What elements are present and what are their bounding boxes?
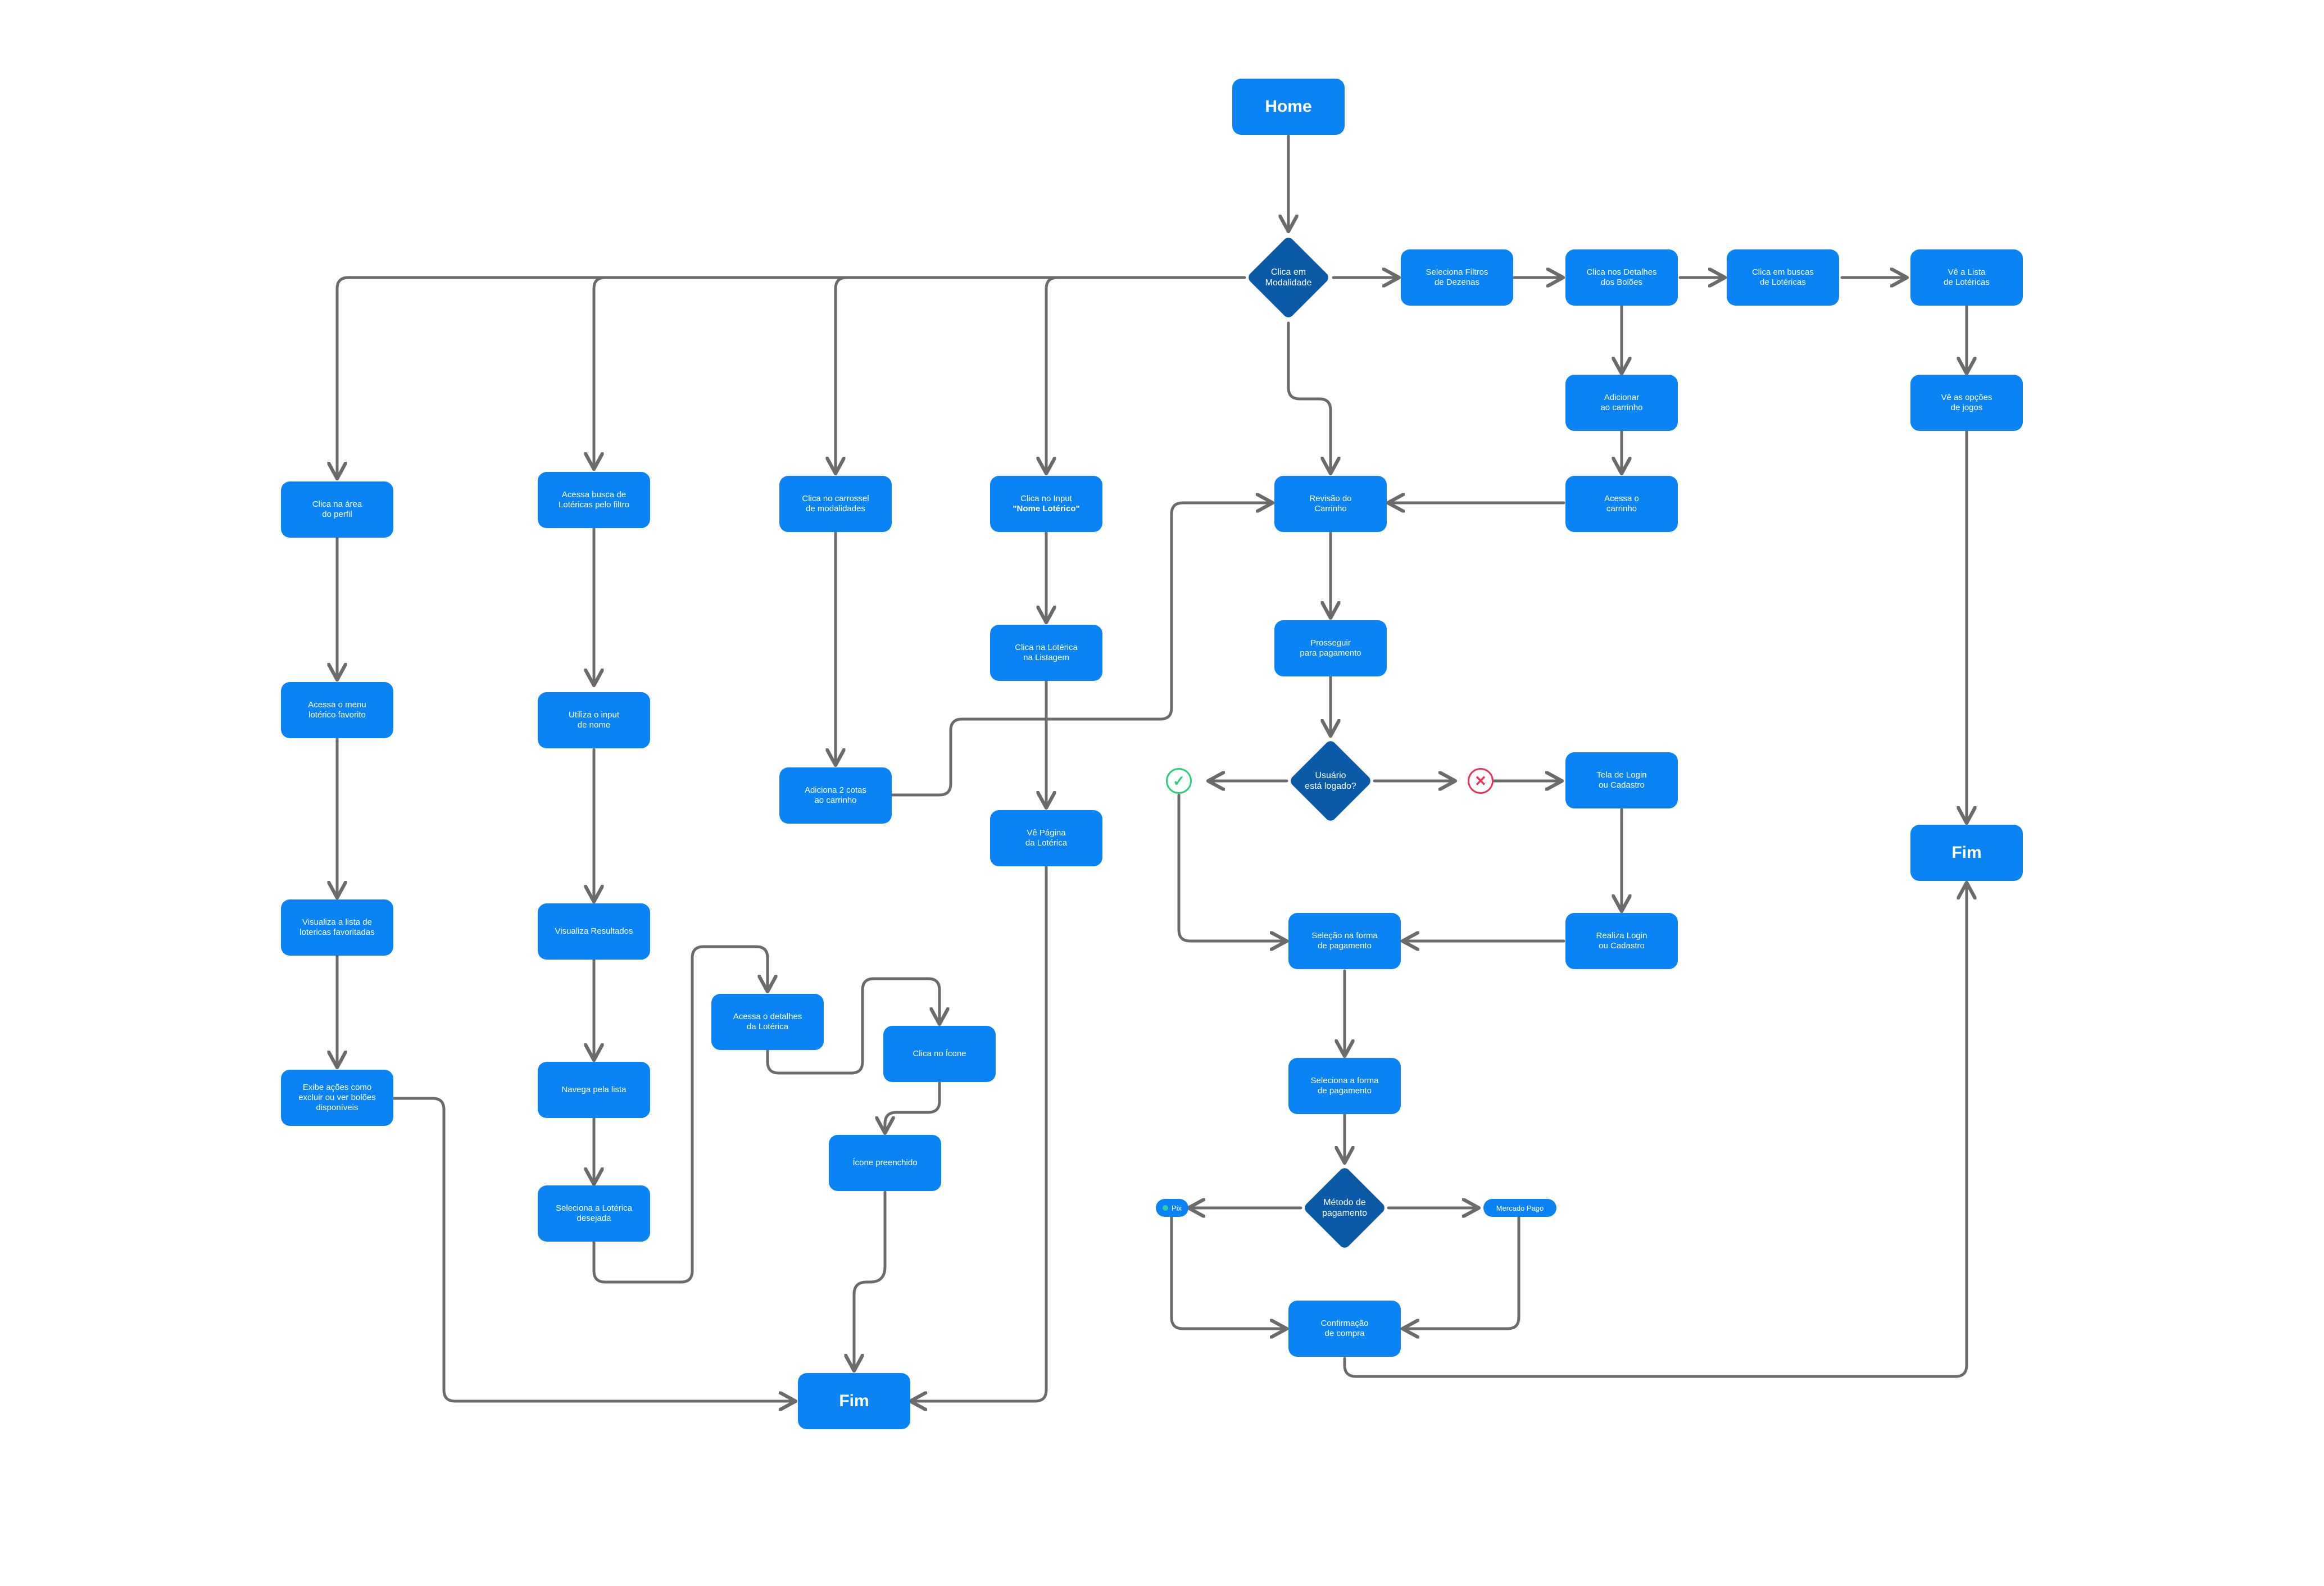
option-pix-label: Pix bbox=[1171, 1203, 1182, 1212]
decision-usuario-logado-label: Usuário está logado? bbox=[1305, 771, 1356, 791]
node-seleciona-filtros[interactable]: Seleciona Filtros de Dezenas bbox=[1401, 249, 1513, 306]
node-navega-lista[interactable]: Navega pela lista bbox=[538, 1062, 650, 1118]
node-visualiza-favoritas[interactable]: Visualiza a lista de lotericas favoritad… bbox=[281, 899, 393, 956]
decision-metodo-pagamento-label: Método de pagamento bbox=[1322, 1198, 1368, 1218]
option-mercado-pago[interactable]: Mercado Pago bbox=[1483, 1199, 1556, 1217]
node-revisao-carrinho[interactable]: Revisão do Carrinho bbox=[1274, 476, 1387, 532]
node-visualiza-resultados[interactable]: Visualiza Resultados bbox=[538, 903, 650, 960]
node-utiliza-input-nome[interactable]: Utiliza o input de nome bbox=[538, 692, 650, 748]
pix-icon bbox=[1162, 1205, 1168, 1211]
node-adiciona-cotas[interactable]: Adiciona 2 cotas ao carrinho bbox=[779, 767, 892, 824]
decision-modalidade-label: Clica em Modalidade bbox=[1265, 267, 1312, 288]
node-adicionar-carrinho[interactable]: Adicionar ao carrinho bbox=[1565, 375, 1678, 431]
node-clica-input-line1: Clica no Input bbox=[1020, 494, 1072, 503]
node-fim-bottom[interactable]: Fim bbox=[798, 1373, 910, 1429]
node-seleciona-forma[interactable]: Seleciona a forma de pagamento bbox=[1288, 1058, 1401, 1114]
node-clica-area-perfil[interactable]: Clica na área do perfil bbox=[281, 481, 393, 538]
node-acessa-busca-lotericas[interactable]: Acessa busca de Lotéricas pelo filtro bbox=[538, 472, 650, 528]
x-icon: ✕ bbox=[1468, 768, 1494, 794]
node-tela-login[interactable]: Tela de Login ou Cadastro bbox=[1565, 752, 1678, 808]
node-confirmacao-compra[interactable]: Confirmação de compra bbox=[1288, 1301, 1401, 1357]
check-icon: ✓ bbox=[1166, 768, 1192, 794]
node-acessa-carrinho[interactable]: Acessa o carrinho bbox=[1565, 476, 1678, 532]
node-ve-opcoes-jogos[interactable]: Vê as opções de jogos bbox=[1910, 375, 2023, 431]
node-clica-input-line2: "Nome Lotérico" bbox=[1013, 504, 1080, 513]
node-fim-right[interactable]: Fim bbox=[1910, 825, 2023, 881]
connector-lines bbox=[337, 134, 1967, 1401]
node-home[interactable]: Home bbox=[1232, 79, 1345, 135]
node-clica-carrossel[interactable]: Clica no carrossel de modalidades bbox=[779, 476, 892, 532]
node-clica-icone[interactable]: Clica no Ícone bbox=[883, 1026, 996, 1082]
node-ve-pagina-loterica[interactable]: Vê Página da Lotérica bbox=[990, 810, 1102, 866]
node-clica-buscas-lotericas[interactable]: Clica em buscas de Lotéricas bbox=[1727, 249, 1839, 306]
node-seleciona-loterica[interactable]: Seleciona a Lotérica desejada bbox=[538, 1185, 650, 1242]
option-pix[interactable]: Pix bbox=[1156, 1199, 1188, 1217]
node-ve-lista-lotericas[interactable]: Vê a Lista de Lotéricas bbox=[1910, 249, 2023, 306]
node-clica-input[interactable]: Clica no Input "Nome Lotérico" bbox=[990, 476, 1102, 532]
node-acessa-menu-loterico[interactable]: Acessa o menu lotérico favorito bbox=[281, 682, 393, 738]
node-clica-loterica-listagem[interactable]: Clica na Lotérica na Listagem bbox=[990, 625, 1102, 681]
node-realiza-login[interactable]: Realiza Login ou Cadastro bbox=[1565, 913, 1678, 969]
node-selecao-forma[interactable]: Seleção na forma de pagamento bbox=[1288, 913, 1401, 969]
node-exibe-acoes[interactable]: Exibe ações como excluir ou ver bolões d… bbox=[281, 1070, 393, 1126]
node-acessa-detalhes-loterica[interactable]: Acessa o detalhes da Lotérica bbox=[711, 994, 824, 1050]
node-icone-preenchido[interactable]: Ícone preenchido bbox=[829, 1135, 941, 1191]
option-mercado-pago-label: Mercado Pago bbox=[1496, 1203, 1544, 1212]
node-clica-detalhes-boloes[interactable]: Clica nos Detalhes dos Bolões bbox=[1565, 249, 1678, 306]
node-prosseguir-pagamento[interactable]: Prosseguir para pagamento bbox=[1274, 620, 1387, 676]
